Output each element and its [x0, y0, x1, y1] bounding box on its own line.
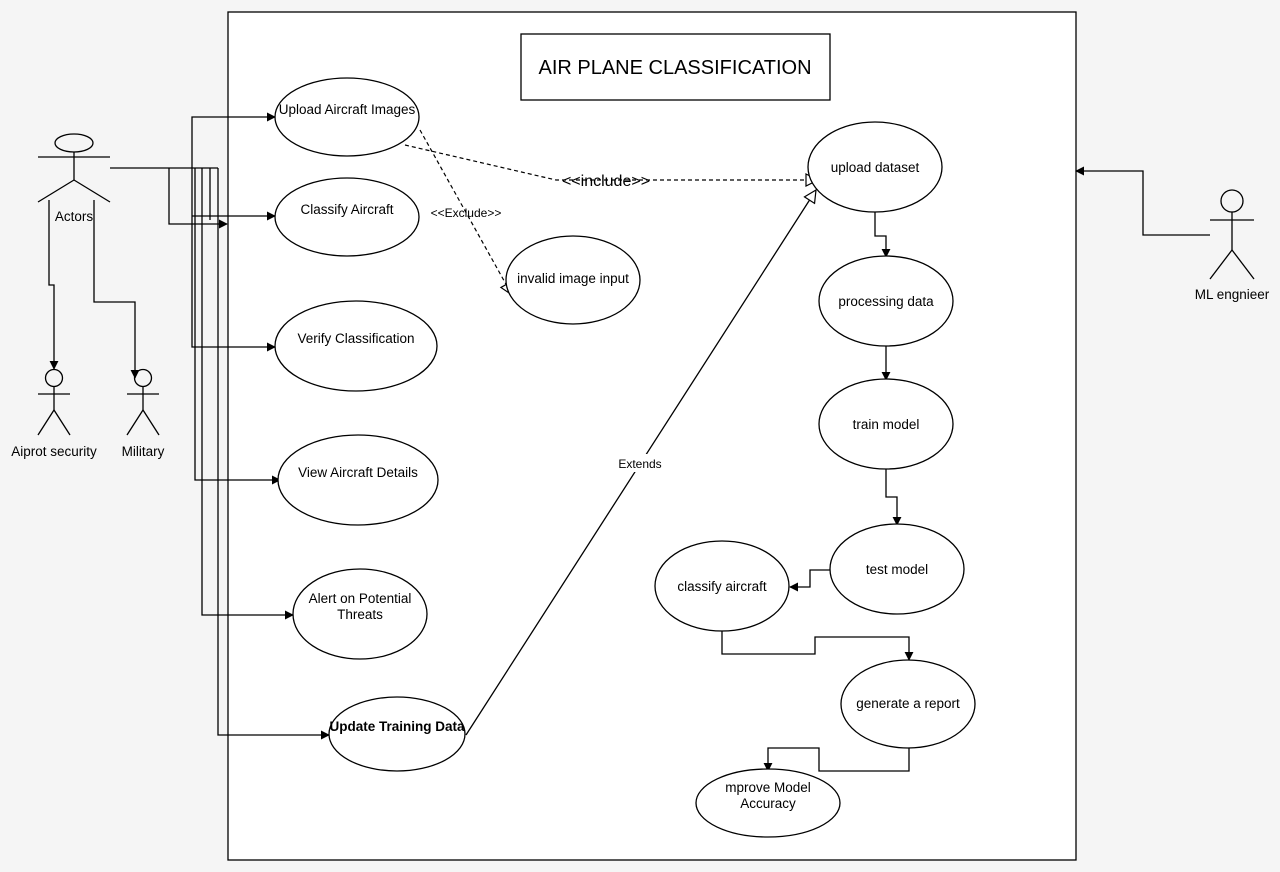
actor-security-figure: [37, 368, 71, 436]
svg-text:Accuracy: Accuracy: [740, 796, 796, 811]
extends-label-bg: [614, 454, 666, 472]
svg-text:mprove Model: mprove Model: [725, 780, 811, 795]
svg-text:classify aircraft: classify aircraft: [677, 579, 767, 594]
svg-text:processing data: processing data: [838, 294, 934, 309]
svg-text:upload dataset: upload dataset: [831, 160, 920, 175]
flow-dataset-processing: [874, 212, 891, 258]
use-case-train-model: train model: [818, 378, 954, 470]
flow-train-test: [885, 469, 902, 526]
actor-security-label: Aiprot security: [11, 444, 97, 459]
actor-military-label: Military: [122, 444, 165, 459]
svg-text:Threats: Threats: [337, 607, 383, 622]
actor-to-security-line: [48, 200, 59, 370]
use-case-classify-aircraft: Classify Aircraft: [274, 177, 420, 257]
use-case-verify-classification: Verify Classification: [274, 300, 438, 392]
svg-text:Upload Aircraft Images: Upload Aircraft Images: [279, 102, 416, 117]
bus-line-8: [217, 168, 330, 740]
use-case-processing-data: processing data: [818, 255, 954, 347]
diagram-title: AIR PLANE CLASSIFICATION: [538, 57, 811, 79]
actor-to-military-line: [93, 200, 140, 379]
use-case-invalid-input: invalid image input: [505, 235, 641, 325]
include-label: <<include>>: [562, 173, 650, 190]
use-case-update-training: Update Training Data: [328, 696, 466, 772]
flow-classify-report: [721, 630, 914, 661]
actor-ml-engineer-label: ML engnieer: [1195, 287, 1270, 302]
use-case-alert-threats: Alert on Potential Threats: [292, 568, 428, 660]
svg-text:Verify Classification: Verify Classification: [297, 331, 414, 346]
use-case-test-model: test model: [829, 523, 965, 615]
actor-main-figure: [37, 133, 111, 203]
svg-text:Classify Aircraft: Classify Aircraft: [300, 202, 393, 217]
svg-text:Update Training Data: Update Training Data: [329, 719, 465, 734]
bus-line-2: [191, 112, 276, 168]
exclude-label: <<Exclude>>: [431, 206, 502, 220]
bus-line-1: [168, 168, 228, 229]
actor-military-figure: [126, 368, 160, 436]
use-case-upload-dataset: upload dataset: [807, 121, 943, 213]
actor-ml-engineer-figure: [1209, 189, 1255, 280]
bus-line-3: [191, 168, 276, 352]
bus-line-5: [194, 168, 281, 485]
flow-test-classify: [789, 569, 831, 592]
bus-line-6: [201, 168, 294, 620]
exclude-line: [419, 129, 512, 295]
svg-text:generate a report: generate a report: [856, 696, 960, 711]
ml-engineer-line: [1075, 166, 1210, 236]
svg-text:test model: test model: [866, 562, 928, 577]
include-line: [404, 144, 818, 180]
svg-text:invalid image input: invalid image input: [517, 271, 629, 286]
title-box: [520, 33, 831, 101]
flow-report-improve: [763, 747, 910, 772]
svg-text:View Aircraft Details: View Aircraft Details: [298, 465, 418, 480]
svg-text:Alert on Potential: Alert on Potential: [309, 591, 412, 606]
use-case-classify-aircraft-ml: classify aircraft: [654, 540, 790, 632]
use-case-generate-report: generate a report: [840, 659, 976, 749]
use-case-upload-images: Upload Aircraft Images: [274, 77, 420, 157]
extends-label: Extends: [618, 457, 661, 471]
actor-main-label: Actors: [55, 209, 94, 224]
use-case-view-details: View Aircraft Details: [277, 434, 439, 526]
use-case-improve-accuracy: mprove Model Accuracy: [695, 768, 841, 838]
svg-text:train model: train model: [853, 417, 920, 432]
